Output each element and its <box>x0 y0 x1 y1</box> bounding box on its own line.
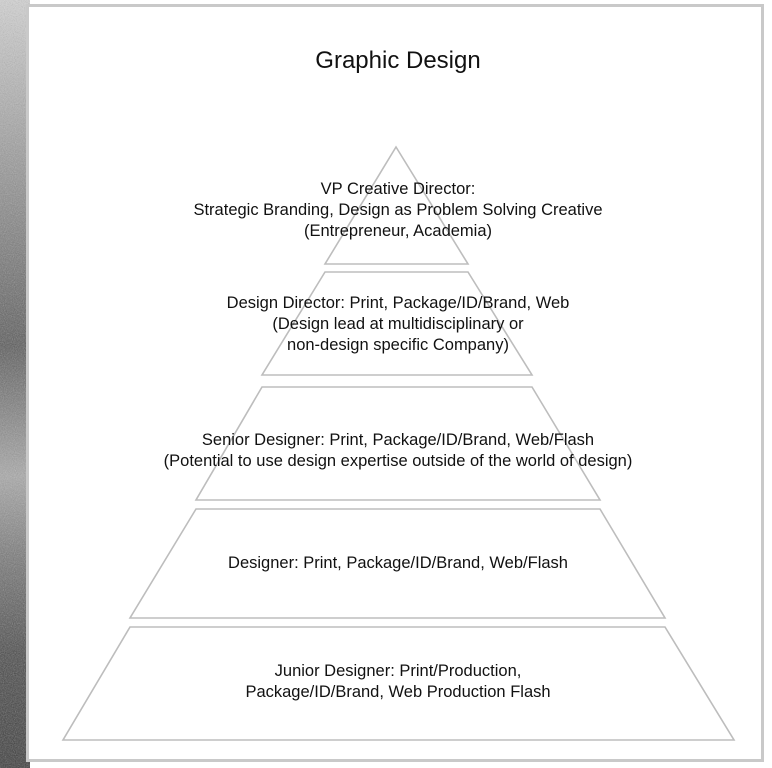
tier-1-line-2: Strategic Branding, Design as Problem So… <box>193 201 603 219</box>
tier-4-line-1: Designer: Print, Package/ID/Brand, Web/F… <box>228 554 568 572</box>
tier-2-line-3: non-design specific Company) <box>287 336 509 354</box>
pyramid-tier-2 <box>260 271 534 376</box>
pyramid-tier-3 <box>194 386 602 501</box>
pyramid-tier-5 <box>61 626 736 741</box>
pyramid-tier-1 <box>323 145 470 265</box>
tier-1-label: VP Creative Director: Strategic Branding… <box>29 179 767 242</box>
tier-3-label: Senior Designer: Print, Package/ID/Brand… <box>29 430 767 472</box>
tier-2-line-1: Design Director: Print, Package/ID/Brand… <box>226 294 570 312</box>
tier-2-line-2: (Design lead at multidisciplinary or <box>272 315 524 333</box>
pyramid-diagram <box>61 145 736 741</box>
diagram-title: Graphic Design <box>315 47 481 74</box>
tier-3-line-1: Senior Designer: Print, Package/ID/Brand… <box>201 431 595 449</box>
pyramid-tier-4 <box>128 508 667 619</box>
tier-5-label: Junior Designer: Print/Production, Packa… <box>29 661 767 703</box>
diagram-panel: Graphic Design VP Creative Director: Str… <box>26 4 764 762</box>
background-photo-strip <box>0 0 30 768</box>
tier-2-label: Design Director: Print, Package/ID/Brand… <box>29 293 767 356</box>
tier-5-line-1: Junior Designer: Print/Production, <box>274 662 522 680</box>
tier-1-line-3: (Entrepreneur, Academia) <box>303 222 493 240</box>
tier-4-label: Designer: Print, Package/ID/Brand, Web/F… <box>29 553 767 574</box>
tier-3-line-2: (Potential to use design expertise outsi… <box>163 452 633 470</box>
tier-5-line-2: Package/ID/Brand, Web Production Flash <box>245 683 551 701</box>
tier-1-line-1: VP Creative Director: <box>320 180 476 198</box>
